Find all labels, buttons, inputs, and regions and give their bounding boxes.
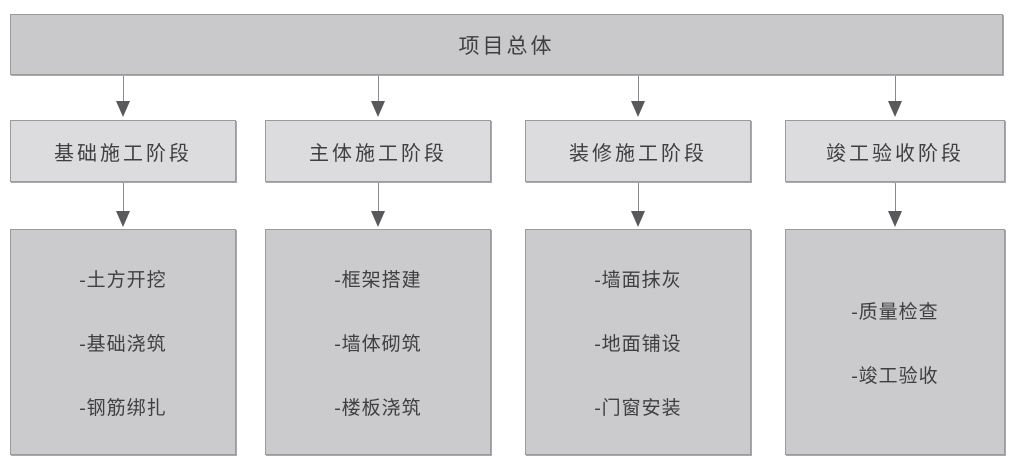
stage-node-main-structure: 主体施工阶段 xyxy=(265,120,491,182)
list-item: -基础浇筑 xyxy=(79,333,167,355)
down-arrow-icon xyxy=(888,76,902,117)
list-item: -墙面抹灰 xyxy=(594,269,682,291)
down-arrow-icon xyxy=(116,76,130,117)
down-arrow-icon xyxy=(116,183,130,227)
list-item: -框架搭建 xyxy=(334,269,422,291)
detail-node-acceptance-tasks: -质量检查 -竣工验收 xyxy=(785,229,1005,455)
list-item: -地面铺设 xyxy=(594,333,682,355)
down-arrow-icon xyxy=(371,183,385,227)
down-arrow-icon xyxy=(631,183,645,227)
detail-node-foundation-tasks: -土方开挖 -基础浇筑 -钢筋绑扎 xyxy=(10,229,236,455)
stage-node-label: 竣工验收阶段 xyxy=(826,142,964,165)
detail-node-decoration-tasks: -墙面抹灰 -地面铺设 -门窗安装 xyxy=(525,229,751,455)
stage-node-decoration: 装修施工阶段 xyxy=(525,120,751,182)
list-item: -土方开挖 xyxy=(79,269,167,291)
list-item: -墙体砌筑 xyxy=(334,333,422,355)
list-item: -竣工验收 xyxy=(851,365,939,387)
stage-node-label: 基础施工阶段 xyxy=(54,142,192,165)
stage-node-foundation: 基础施工阶段 xyxy=(10,120,236,182)
root-node-project-overall: 项目总体 xyxy=(10,14,1003,75)
stage-node-label: 主体施工阶段 xyxy=(309,142,447,165)
detail-node-main-structure-tasks: -框架搭建 -墙体砌筑 -楼板浇筑 xyxy=(265,229,491,455)
stage-node-acceptance: 竣工验收阶段 xyxy=(785,120,1005,182)
list-item: -门窗安装 xyxy=(594,397,682,419)
list-item: -钢筋绑扎 xyxy=(79,397,167,419)
list-item: -质量检查 xyxy=(851,301,939,323)
down-arrow-icon xyxy=(371,76,385,117)
down-arrow-icon xyxy=(631,76,645,117)
down-arrow-icon xyxy=(888,183,902,227)
root-node-label: 项目总体 xyxy=(458,33,555,58)
list-item: -楼板浇筑 xyxy=(334,397,422,419)
stage-node-label: 装修施工阶段 xyxy=(569,142,707,165)
